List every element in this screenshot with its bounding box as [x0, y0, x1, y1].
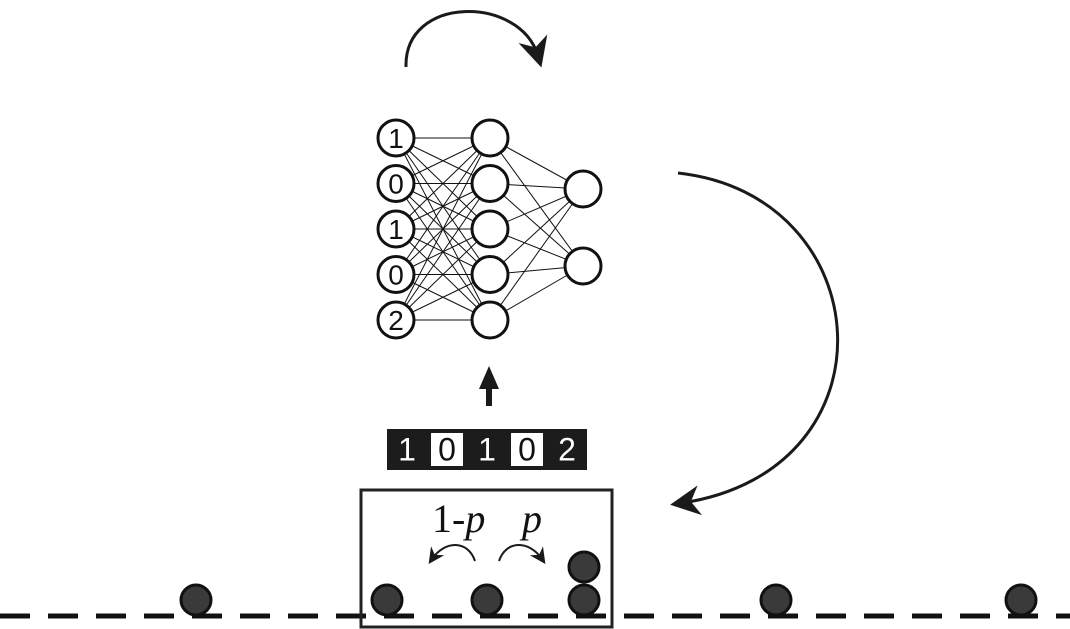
- feedback-arrow: [670, 171, 840, 516]
- particle: [370, 583, 404, 617]
- particle: [567, 550, 601, 584]
- input-node: [376, 255, 416, 294]
- right-hop-symbol: p: [519, 496, 542, 541]
- hidden-node: [470, 209, 510, 249]
- particle: [1004, 583, 1038, 617]
- output-layer: [563, 169, 603, 286]
- state-cell-value: 0: [438, 432, 456, 468]
- left-hop-arrow: [428, 544, 476, 564]
- input-node: [376, 300, 416, 340]
- neural-network: 1 0 1 0 2: [376, 118, 603, 340]
- left-hop-symbol: p: [462, 496, 485, 541]
- input-layer: 1 0 1 0 2: [376, 118, 416, 340]
- left-hop-prefix: 1-: [432, 496, 465, 541]
- network-edge: [489, 137, 584, 267]
- network-edge: [395, 137, 491, 321]
- hidden-node: [470, 164, 510, 203]
- output-node: [563, 169, 603, 209]
- input-node-label: 1: [388, 123, 404, 154]
- state-cell-value: 1: [478, 432, 496, 468]
- left-hop-label: 1-p: [432, 496, 485, 541]
- input-arrow: [479, 366, 499, 406]
- right-hop-arrow: [498, 544, 546, 564]
- particle: [179, 583, 213, 617]
- particle: [567, 583, 601, 617]
- input-node: [376, 164, 416, 203]
- hidden-node: [470, 300, 510, 340]
- focus-window: [359, 488, 614, 629]
- network-edge: [395, 137, 491, 275]
- particle: [470, 583, 504, 617]
- particles: [179, 550, 1038, 617]
- input-node: [376, 209, 416, 249]
- network-edge: [489, 183, 584, 267]
- iteration-arrow: [404, 10, 548, 68]
- output-node: [563, 246, 603, 286]
- network-edge: [395, 137, 491, 230]
- input-node-label: 2: [388, 305, 404, 336]
- network-edge: [489, 188, 584, 275]
- hidden-node: [470, 255, 510, 294]
- state-cell-value: 0: [518, 432, 536, 468]
- network-edge: [395, 183, 491, 321]
- network-edge: [489, 188, 584, 321]
- hidden-node: [470, 118, 510, 158]
- hidden-layer: [470, 118, 510, 340]
- input-node-label: 1: [388, 214, 404, 245]
- state-cell: [431, 433, 463, 466]
- input-node-label: 0: [388, 169, 404, 200]
- state-cell-value: 1: [398, 432, 416, 468]
- state-cell-value: 2: [558, 432, 576, 468]
- particle: [759, 583, 793, 617]
- input-node-label: 0: [388, 260, 404, 291]
- input-node: [376, 118, 416, 158]
- state-vector-frame: [387, 429, 587, 470]
- right-hop-label: p: [519, 496, 542, 541]
- network-edge: [395, 228, 491, 321]
- state-cell: [511, 433, 543, 466]
